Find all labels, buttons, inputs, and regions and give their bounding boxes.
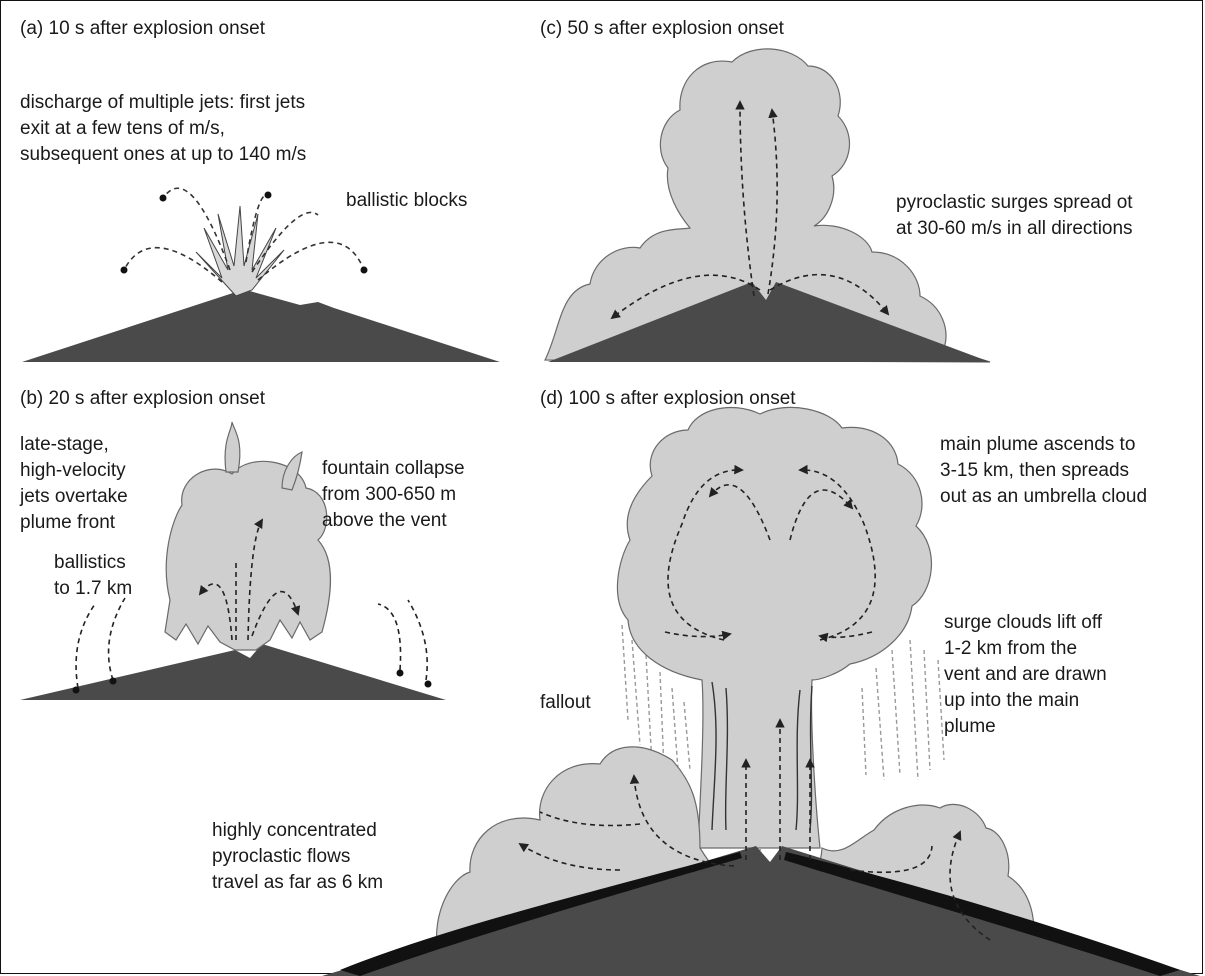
panel-d-lift-note: surge clouds lift off 1-2 km from the ve… bbox=[944, 610, 1107, 740]
panel-a-jets-note: discharge of multiple jets: first jets e… bbox=[20, 90, 306, 168]
panel-b-ballistics-note: ballistics to 1.7 km bbox=[54, 550, 132, 602]
panel-b-plume bbox=[165, 422, 331, 650]
panel-d-plume-note: main plume ascends to 3-15 km, then spre… bbox=[940, 432, 1147, 510]
panel-b-late-jets-note: late-stage, high-velocity jets overtake … bbox=[20, 432, 128, 536]
panel-d-flows-note: highly concentrated pyroclastic flows tr… bbox=[212, 818, 383, 896]
panel-d-fallout-note: fallout bbox=[540, 690, 591, 716]
panel-a-illustration bbox=[22, 188, 500, 362]
panel-a-title: (a) 10 s after explosion onset bbox=[20, 16, 265, 42]
panel-b-title: (b) 20 s after explosion onset bbox=[20, 386, 265, 412]
panel-b-mountain bbox=[20, 644, 446, 700]
panel-a-ballistics-note: ballistic blocks bbox=[346, 188, 467, 214]
panel-c-surges-note: pyroclastic surges spread ot at 30-60 m/… bbox=[896, 190, 1133, 242]
panel-a-mountain bbox=[22, 290, 500, 362]
panel-c-title: (c) 50 s after explosion onset bbox=[540, 16, 784, 42]
panel-d-title: (d) 100 s after explosion onset bbox=[540, 386, 796, 412]
panel-b-collapse-note: fountain collapse from 300-650 m above t… bbox=[322, 456, 465, 534]
